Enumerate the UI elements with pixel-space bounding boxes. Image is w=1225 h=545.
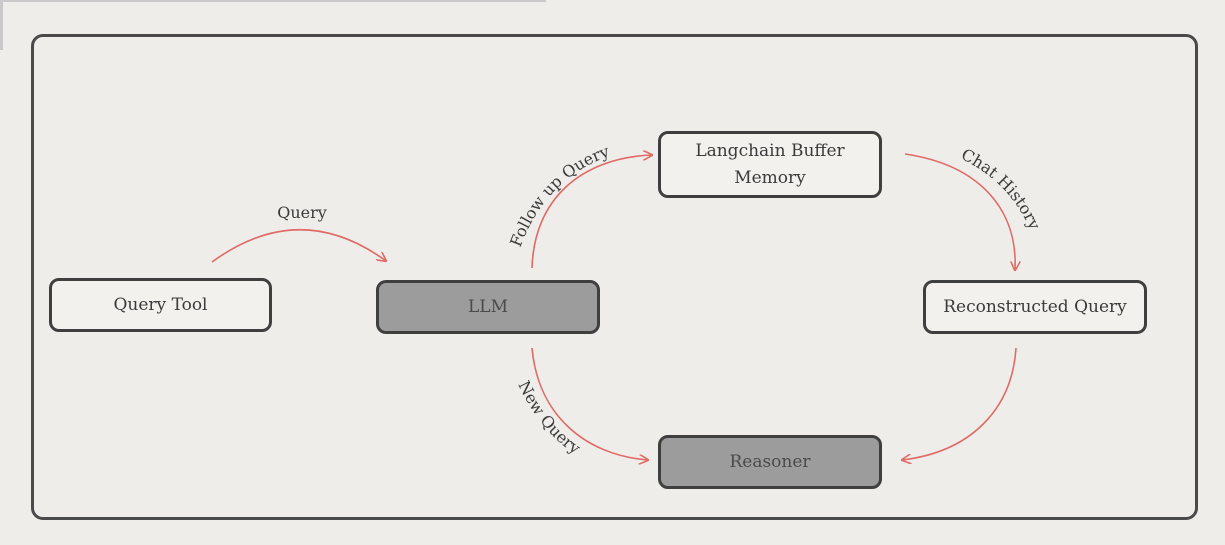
node-reasoner: Reasoner: [658, 435, 882, 489]
node-query-tool-label: Query Tool: [113, 294, 208, 315]
node-llm: LLM: [376, 280, 600, 334]
window-edge-left: [0, 0, 3, 50]
edge-query-label: Query: [277, 203, 327, 222]
edge-new-query-label: New Query: [514, 378, 584, 458]
edge-follow-up-arrow: [531, 155, 652, 269]
window-edge-top: [0, 0, 546, 2]
edge-chat-history-arrow: [904, 153, 1015, 270]
edge-chat-history-label: Chat History: [958, 145, 1044, 233]
node-reconstructed-query: Reconstructed Query: [923, 280, 1147, 334]
node-langchain-buffer-memory: Langchain Buffer Memory: [658, 131, 882, 198]
node-reasoner-label: Reasoner: [729, 451, 811, 472]
node-query-tool: Query Tool: [49, 278, 272, 332]
edge-reconstructed-arrow: [902, 347, 1017, 460]
node-memory-label: Langchain Buffer Memory: [695, 140, 845, 188]
node-reconstructed-query-label: Reconstructed Query: [943, 296, 1127, 317]
edge-query-arrow: [211, 229, 386, 263]
edge-new-query-arrow: [531, 347, 648, 460]
diagram-frame: [31, 34, 1198, 520]
node-llm-label: LLM: [468, 296, 508, 317]
edge-follow-up-label: Follow up Query: [506, 142, 612, 250]
